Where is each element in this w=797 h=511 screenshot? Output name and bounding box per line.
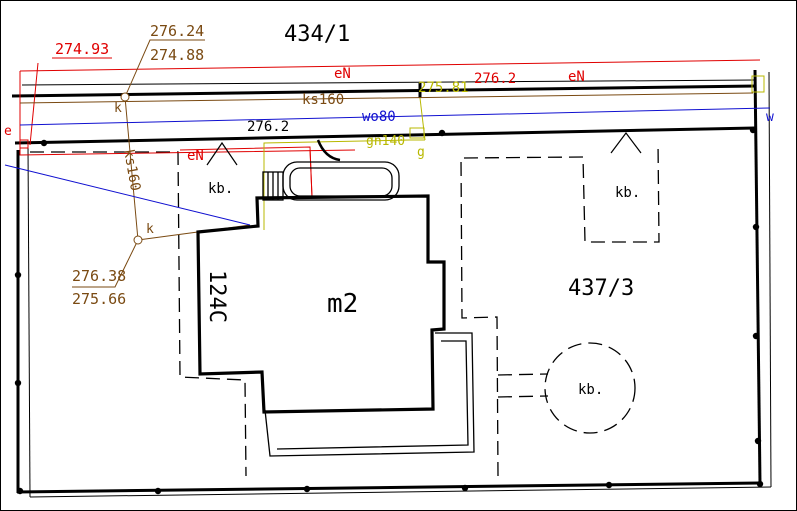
building-number: 124C [204,270,229,323]
electric-left-label: eN [187,148,204,164]
sewer-top-label: ks160 [302,92,344,108]
edge-w-label: w [766,110,774,125]
electric-top-label: eN [334,66,351,82]
height-top-upper: 276.24 [150,22,204,40]
parcel-north-label: 434/1 [284,22,350,47]
electric-node-left [19,139,29,149]
parcel-main-label: 437/3 [568,276,634,301]
sewer-left-label: ks160 [120,148,143,192]
electric-right-label: eN [568,69,585,85]
perimeter-thin-lines [21,71,772,498]
height-road-mid: 276.2 [247,119,289,135]
land-use-outlines [30,141,660,477]
height-right-yellow: 275.81 [418,80,469,96]
parcel-boundaries [11,69,762,494]
height-left-lower: 275.66 [72,290,126,308]
height-right-red: 276.2 [474,71,516,87]
water-label: wo80 [362,109,396,125]
height-top-left: 274.93 [55,40,109,58]
kb-label-circle: kb. [578,382,603,398]
access-arrows [206,132,642,166]
height-left-upper: 276.38 [72,267,126,285]
manholes [120,92,143,245]
kb-label-right: kb. [615,185,640,201]
terrace-outlines [262,161,475,457]
yellow-node-right [751,75,765,93]
kb-label-left: kb. [208,181,233,197]
edge-e-label: e [4,124,12,139]
electric-line [19,59,761,198]
gas-label: gn140 [366,134,405,149]
boundary-points [14,126,764,495]
manhole-left-label: k [146,222,154,237]
manhole-top-label: k [114,101,122,116]
gas-point-box [409,127,425,139]
sewer-line [19,39,754,288]
building-label: m2 [327,289,358,319]
road-curve [316,139,341,162]
height-top-lower: 274.88 [150,46,204,64]
gas-point-label: g [417,145,425,160]
main-building [196,194,446,414]
water-line [4,107,771,226]
